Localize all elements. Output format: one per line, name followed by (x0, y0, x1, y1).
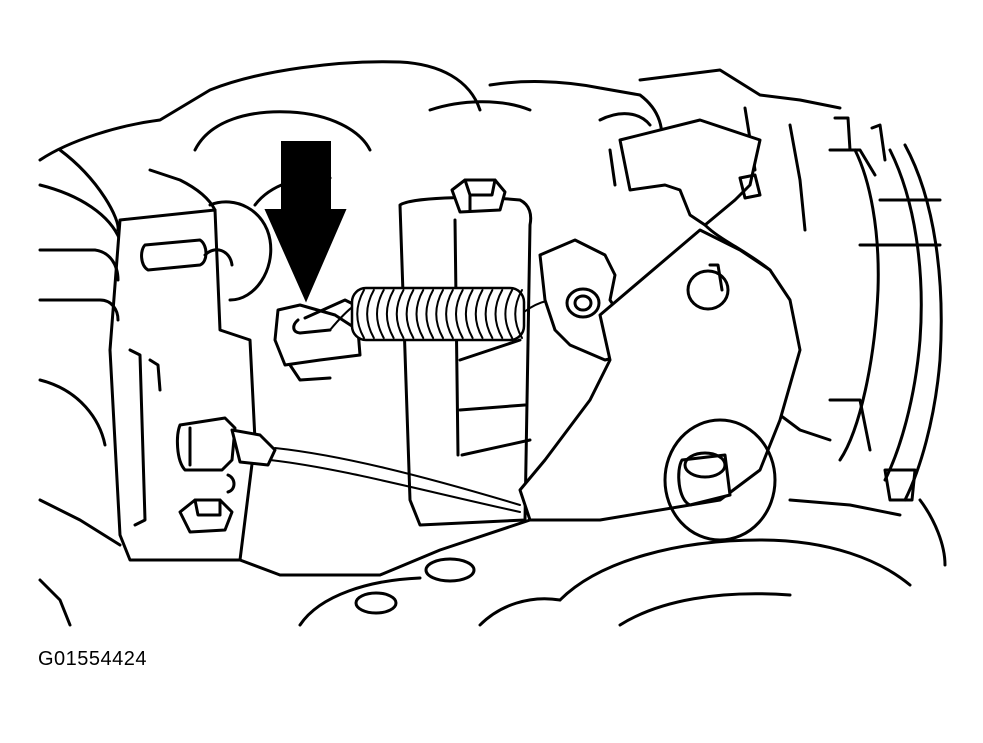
spring-coil (405, 289, 415, 339)
parking-brake-spring-illustration (38, 60, 947, 627)
pointer-arrow (264, 141, 347, 303)
spring-coil (356, 289, 365, 339)
spring-coil (385, 289, 395, 339)
upper-plate (618, 118, 772, 272)
top-bolt (450, 178, 507, 214)
spring-coil (445, 289, 454, 339)
spring-coil (474, 289, 484, 339)
spring-coil (464, 289, 474, 339)
central-cylinder (398, 196, 533, 527)
spring-coil (376, 289, 385, 339)
spring-coil (504, 289, 514, 339)
spring-coil (514, 289, 523, 339)
figure-id-label: G01554424 (38, 648, 148, 670)
left-tubes (38, 200, 273, 447)
spring-coil (455, 289, 464, 339)
right-housing (758, 143, 947, 567)
spring-coil (415, 289, 425, 339)
spring-coil (366, 289, 375, 339)
parking-brake-lever (518, 228, 802, 542)
spring-coil (395, 289, 405, 339)
return-spring (329, 286, 571, 342)
spring-coil (484, 289, 494, 339)
line-drawing (38, 60, 947, 627)
spring-coil (435, 289, 444, 339)
left-bracket (108, 208, 257, 562)
lower-housing (38, 498, 912, 627)
spring-coil (425, 289, 435, 339)
spring-coil (494, 289, 504, 339)
lower-bolt (178, 498, 234, 534)
brake-cable (175, 416, 521, 513)
